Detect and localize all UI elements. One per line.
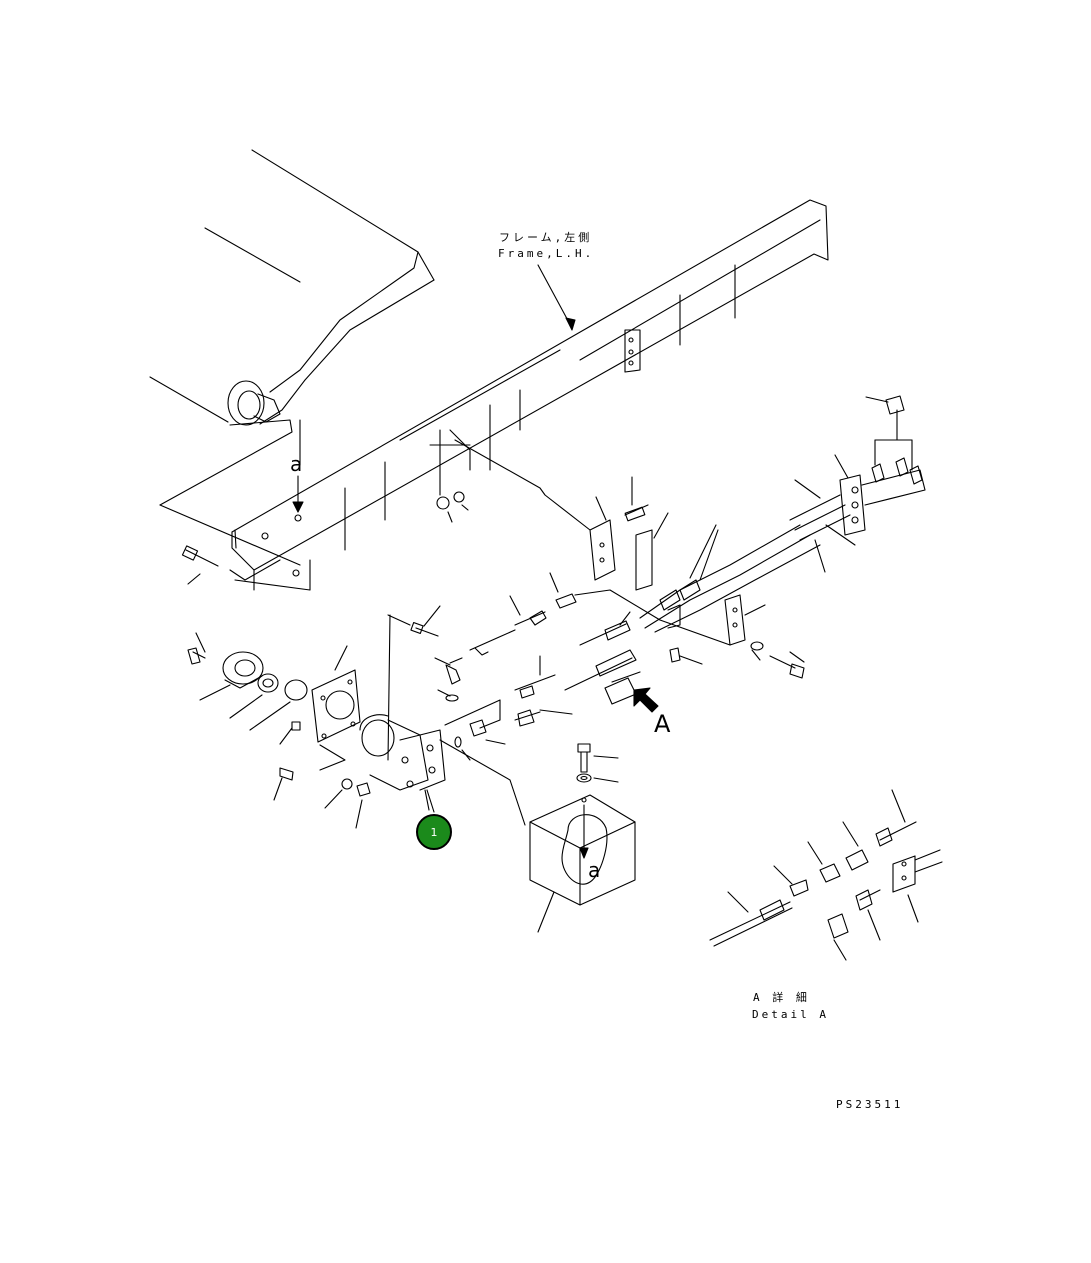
arrow-a-marker	[633, 687, 659, 713]
frame-label-jp: フレーム,左側	[499, 231, 593, 244]
detail-label-en: Detail A	[752, 1008, 829, 1021]
letter-a-top: a	[290, 452, 303, 476]
arrow-a-top	[292, 475, 304, 513]
pump-motor-drawing	[359, 614, 526, 826]
part-callout-number: 1	[430, 825, 438, 839]
detail-a-drawing	[709, 789, 943, 961]
letter-a-box: a	[588, 858, 601, 882]
mounting-assembly	[187, 632, 371, 829]
bracket-drawing	[589, 476, 669, 591]
bolt-left	[181, 545, 219, 585]
letter-A: A	[654, 710, 671, 738]
part-callout-1[interactable]: 1	[416, 814, 452, 850]
box-bolt-washer	[576, 743, 619, 803]
track-assembly-drawing	[149, 149, 435, 506]
manifold-drawing	[659, 395, 926, 679]
frame-leader	[537, 264, 576, 331]
frame-label-en: Frame,L.H.	[498, 247, 595, 260]
callout-leader	[426, 789, 435, 813]
cover-box-drawing	[529, 794, 636, 933]
nut-washer-drawing	[436, 491, 469, 523]
leader-line	[159, 504, 301, 566]
leader-line	[454, 439, 591, 531]
detail-label-jp: A 詳 細	[753, 991, 810, 1004]
drawing-number: PS23511	[836, 1098, 904, 1111]
